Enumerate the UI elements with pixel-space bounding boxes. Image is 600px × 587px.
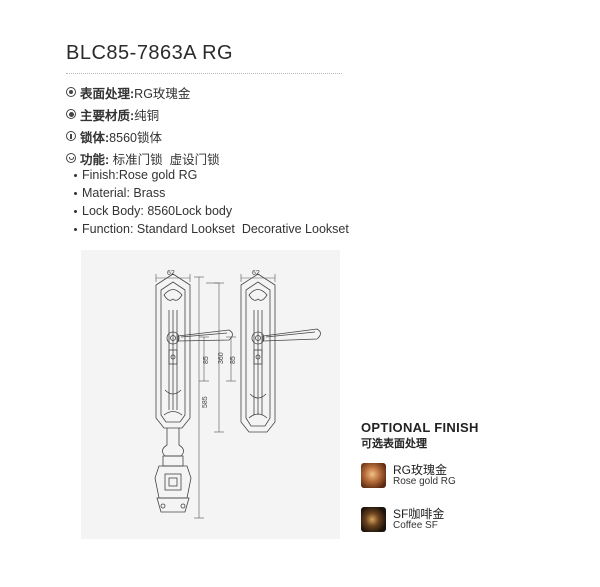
bullet-icon [74, 227, 77, 231]
english-spec-list: Finish:Rose gold RG Material: Brass Lock… [74, 166, 349, 238]
rose-gold-swatch [361, 463, 386, 488]
spec-row-material-en: Material: Brass [74, 184, 349, 202]
spec-value: 纯铜 [134, 108, 160, 123]
function-icon [66, 153, 76, 163]
right-lockset-drawing [240, 273, 321, 433]
lock-body-icon [66, 131, 76, 141]
finish-name-en: Rose gold RG [393, 475, 456, 487]
bullet-icon [74, 209, 77, 213]
spec-row-lock-body-en: Lock Body: 8560Lock body [74, 202, 349, 220]
spec-row-material-cn: 主要材质: 纯铜 [66, 103, 220, 125]
spec-row-finish-cn: 表面处理: RG玫瑰金 [66, 81, 220, 103]
dim-width-right-label: 62 [252, 270, 260, 277]
spec-text: Lock Body: 8560Lock body [82, 204, 233, 218]
bullet-icon [74, 191, 77, 195]
spec-text: Finish:Rose gold RG [82, 168, 198, 182]
spec-label: 主要材质: [80, 108, 135, 123]
chinese-spec-list: 表面处理: RG玫瑰金 主要材质: 纯铜 锁体: 8560锁体 功能: 标准门锁… [66, 81, 220, 169]
dim-585-label: 585 [202, 396, 209, 408]
dim-360-label: 360 [218, 352, 225, 364]
spec-row-lock-body-cn: 锁体: 8560锁体 [66, 125, 220, 147]
spec-row-function-en: Function: Standard Lookset Decorative Lo… [74, 220, 349, 238]
spec-label: 锁体: [80, 130, 110, 145]
technical-drawing-panel: 62 62 85 85 360 585 [81, 250, 340, 539]
title-divider [66, 73, 342, 74]
lockset-technical-drawing: 62 62 85 85 360 585 [154, 270, 321, 519]
spec-text: Material: Brass [82, 186, 166, 200]
spec-label: 功能: [80, 152, 110, 167]
finish-name-cn: RG玫瑰金 [393, 462, 448, 477]
bullet-icon [74, 173, 77, 177]
spec-value: RG玫瑰金 [134, 86, 191, 101]
spec-value: 标准门锁 虚设门锁 [109, 152, 220, 167]
dim-width-left-label: 62 [167, 270, 175, 277]
coffee-swatch [361, 507, 386, 532]
finish-name-en: Coffee SF [393, 519, 438, 531]
dim-85-left-label: 85 [203, 356, 210, 364]
spec-row-finish-en: Finish:Rose gold RG [74, 166, 349, 184]
product-title: BLC85-7863A RG [66, 42, 234, 64]
left-lockset-drawing [154, 273, 233, 513]
finish-option-coffee: SF咖啡金 Coffee SF [361, 507, 444, 532]
dim-85-right-label: 85 [230, 356, 237, 364]
spec-row-function-cn: 功能: 标准门锁 虚设门锁 [66, 147, 220, 169]
material-icon [66, 109, 76, 119]
spec-text: Function: Standard Lookset Decorative Lo… [82, 222, 349, 236]
spec-value: 8560锁体 [109, 130, 162, 145]
optional-finish-subtitle: 可选表面处理 [361, 438, 427, 450]
finish-icon [66, 87, 76, 97]
finish-option-rose-gold: RG玫瑰金 Rose gold RG [361, 463, 456, 488]
finish-name-cn: SF咖啡金 [393, 506, 445, 521]
optional-finish-title: OPTIONAL FINISH [361, 420, 479, 435]
spec-label: 表面处理: [80, 86, 135, 101]
